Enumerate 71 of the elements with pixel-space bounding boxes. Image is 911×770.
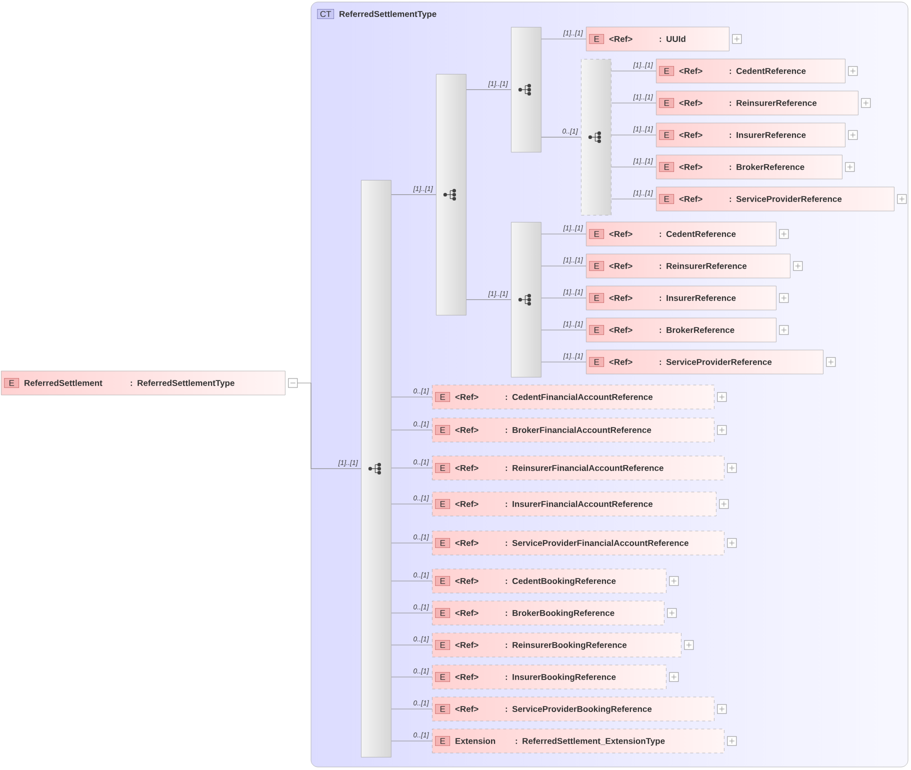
connector-line bbox=[391, 194, 436, 195]
element-badge: E bbox=[659, 130, 674, 140]
sequence-bar bbox=[581, 59, 612, 216]
sequence-bar bbox=[436, 74, 466, 316]
element-badge: E bbox=[435, 463, 450, 473]
connector-line bbox=[391, 676, 432, 678]
element-box: E <Ref> : ReinsurerReference bbox=[586, 254, 790, 278]
element-badge: E bbox=[659, 162, 674, 172]
element-box: E <Ref> : UUId bbox=[586, 26, 730, 52]
element-box: E <Ref> : ServiceProviderReference bbox=[586, 350, 824, 374]
element-box: E <Ref> : ReinsurerBookingReference bbox=[432, 632, 682, 658]
element-box: E <Ref> : CedentReference bbox=[656, 58, 846, 84]
element-box: E <Ref> : CedentBookingReference bbox=[432, 568, 666, 594]
element-badge: E bbox=[435, 736, 450, 746]
type-badge: CT bbox=[317, 9, 334, 19]
element-badge: E bbox=[435, 425, 450, 435]
element-badge: E bbox=[435, 640, 450, 650]
connector-line bbox=[541, 136, 582, 138]
connector-line bbox=[391, 580, 432, 582]
sequence-bar bbox=[361, 180, 392, 758]
element-box: E <Ref> : InsurerReference bbox=[656, 122, 846, 148]
element-box: E <Ref> : ServiceProviderReference bbox=[656, 186, 894, 212]
element-badge: E bbox=[435, 672, 450, 682]
element-badge: E bbox=[4, 378, 20, 388]
element-box: E ReferredSettlement : ReferredSettlementType bbox=[1, 370, 286, 396]
element-box: E <Ref> : CedentReference bbox=[586, 222, 776, 246]
connector-line bbox=[611, 198, 656, 200]
connector-line bbox=[391, 612, 432, 614]
element-badge: E bbox=[589, 261, 604, 271]
connector-line bbox=[391, 740, 432, 742]
element-box: E <Ref> : BrokerReference bbox=[586, 318, 776, 342]
element-box: E <Ref> : InsurerBookingReference bbox=[432, 664, 666, 690]
element-box: E <Ref> : InsurerReference bbox=[586, 286, 776, 310]
element-badge: E bbox=[589, 293, 604, 303]
element-badge: E bbox=[435, 392, 450, 402]
connector-line bbox=[611, 134, 656, 136]
element-box: E <Ref> : ReinsurerFinancialAccountReference bbox=[432, 456, 724, 480]
element-box: E <Ref> : CedentFinancialAccountReference bbox=[432, 384, 714, 410]
sequence-bar bbox=[511, 27, 542, 152]
element-badge: E bbox=[589, 34, 604, 44]
element-box: E <Ref> : ServiceProviderFinancialAccountReference bbox=[432, 530, 724, 556]
element-badge: E bbox=[589, 229, 604, 239]
sequence-bar bbox=[511, 222, 542, 378]
element-badge: E bbox=[589, 325, 604, 335]
connector-line bbox=[466, 299, 512, 300]
connector-line bbox=[611, 102, 656, 104]
connector-line bbox=[391, 644, 432, 646]
element-box: E <Ref> : InsurerFinancialAccountReference bbox=[432, 492, 716, 516]
element-badge: E bbox=[659, 98, 674, 108]
element-box: E Extension : ReferredSettlement_ExtensionType bbox=[432, 728, 724, 754]
connector-line bbox=[466, 89, 512, 90]
element-box: E <Ref> : BrokerReference bbox=[656, 154, 842, 180]
connector-line bbox=[541, 38, 586, 40]
element-box: E <Ref> : ReinsurerReference bbox=[656, 90, 858, 116]
element-box: E <Ref> : ServiceProviderBookingReference bbox=[432, 696, 714, 722]
element-badge: E bbox=[589, 357, 604, 367]
connector-line bbox=[611, 166, 656, 168]
element-badge: E bbox=[435, 499, 450, 509]
connector-line bbox=[611, 70, 656, 72]
connector-line bbox=[391, 542, 432, 544]
element-badge: E bbox=[659, 66, 674, 76]
element-box: E <Ref> : BrokerFinancialAccountReference bbox=[432, 418, 714, 442]
connector-line bbox=[297, 382, 362, 469]
connector-line bbox=[391, 396, 432, 398]
element-box: E <Ref> : BrokerBookingReference bbox=[432, 600, 664, 626]
element-badge: E bbox=[435, 704, 450, 714]
element-badge: E bbox=[435, 576, 450, 586]
element-badge: E bbox=[435, 538, 450, 548]
element-badge: E bbox=[659, 194, 674, 204]
connector-line bbox=[391, 708, 432, 710]
element-badge: E bbox=[435, 608, 450, 618]
